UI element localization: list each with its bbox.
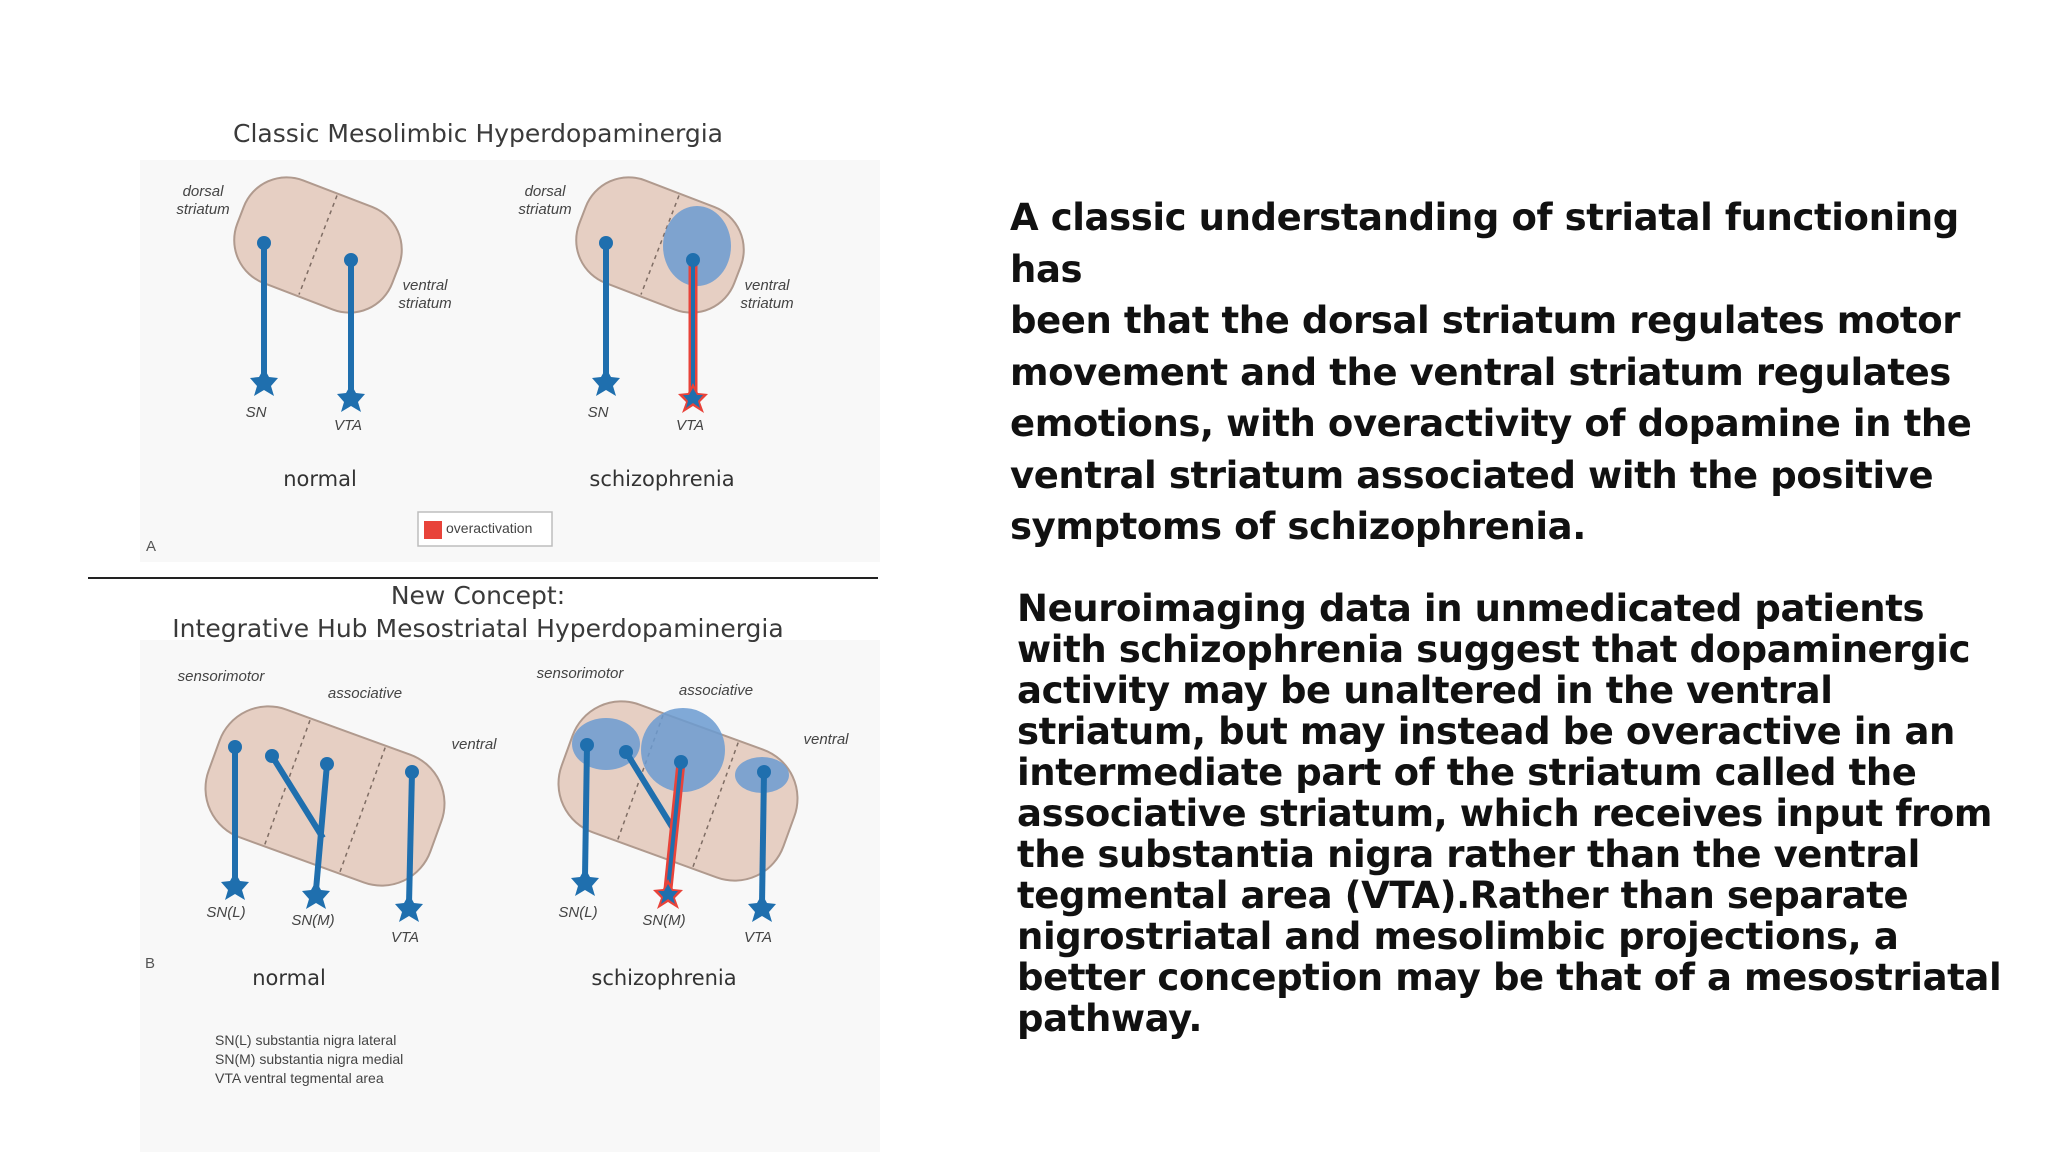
explanation-classic: A classic understanding of striatal func… bbox=[1010, 196, 1972, 548]
abbreviation-key: SN(L) substantia nigra lateral SN(M) sub… bbox=[215, 1032, 403, 1086]
label-normal-a: normal bbox=[283, 467, 357, 491]
key-line-3: VTA ventral tegmental area bbox=[215, 1070, 384, 1086]
label-ventral-a-schizo-1: ventral bbox=[744, 277, 790, 294]
overactive-blob-associative bbox=[641, 708, 725, 792]
overactive-blob-ventral bbox=[663, 206, 731, 286]
key-line-2: SN(M) substantia nigra medial bbox=[215, 1051, 403, 1067]
panel-b-title-2: Integrative Hub Mesostriatal Hyperdopami… bbox=[172, 614, 783, 643]
label-snm-b-schizo: SN(M) bbox=[642, 912, 685, 929]
panel-b-letter: B bbox=[145, 955, 155, 972]
striatum-b-schizophrenia bbox=[557, 700, 799, 922]
legend-label: overactivation bbox=[446, 520, 532, 536]
striatum-b-normal bbox=[204, 705, 446, 922]
label-schizophrenia-b: schizophrenia bbox=[591, 966, 736, 990]
legend-overactivation: overactivation bbox=[417, 511, 553, 547]
panel-a-title: Classic Mesolimbic Hyperdopaminergia bbox=[233, 119, 723, 148]
label-dorsal-a-schizo-1: dorsal bbox=[525, 183, 567, 200]
label-sensorimotor-b-schizo: sensorimotor bbox=[537, 665, 625, 682]
label-dorsal-a-normal-2: striatum bbox=[176, 201, 229, 218]
striatum-a-schizophrenia bbox=[575, 176, 745, 413]
label-dorsal-a-schizo-2: striatum bbox=[518, 201, 571, 218]
label-sn-a-normal: SN bbox=[246, 404, 267, 421]
label-ventral-b-normal: ventral bbox=[451, 736, 497, 753]
label-vta-b-normal: VTA bbox=[391, 929, 419, 946]
key-line-1: SN(L) substantia nigra lateral bbox=[215, 1032, 396, 1048]
label-vta-a-normal: VTA bbox=[334, 417, 362, 434]
label-normal-b: normal bbox=[252, 966, 326, 990]
panel-a-letter: A bbox=[146, 538, 156, 555]
label-sensorimotor-b-normal: sensorimotor bbox=[178, 668, 266, 685]
label-vta-a-schizo: VTA bbox=[676, 417, 704, 434]
striatum-a-normal bbox=[233, 176, 403, 412]
label-ventral-a-normal-2: striatum bbox=[398, 295, 451, 312]
label-snm-b-normal: SN(M) bbox=[291, 912, 334, 929]
label-schizophrenia-a: schizophrenia bbox=[589, 467, 734, 491]
label-snl-b-normal: SN(L) bbox=[206, 904, 245, 921]
label-dorsal-a-normal-1: dorsal bbox=[183, 183, 225, 200]
label-associative-b-schizo: associative bbox=[679, 682, 753, 699]
label-snl-b-schizo: SN(L) bbox=[558, 904, 597, 921]
explanation-neuroimaging: Neuroimaging data in unmedicated patient… bbox=[1017, 587, 2002, 1040]
label-ventral-a-normal-1: ventral bbox=[402, 277, 448, 294]
label-sn-a-schizo: SN bbox=[588, 404, 609, 421]
label-ventral-b-schizo: ventral bbox=[803, 731, 849, 748]
label-associative-b-normal: associative bbox=[328, 685, 402, 702]
legend-swatch bbox=[424, 521, 442, 539]
panel-b-title-1: New Concept: bbox=[391, 581, 565, 610]
label-vta-b-schizo: VTA bbox=[744, 929, 772, 946]
label-ventral-a-schizo-2: striatum bbox=[740, 295, 793, 312]
